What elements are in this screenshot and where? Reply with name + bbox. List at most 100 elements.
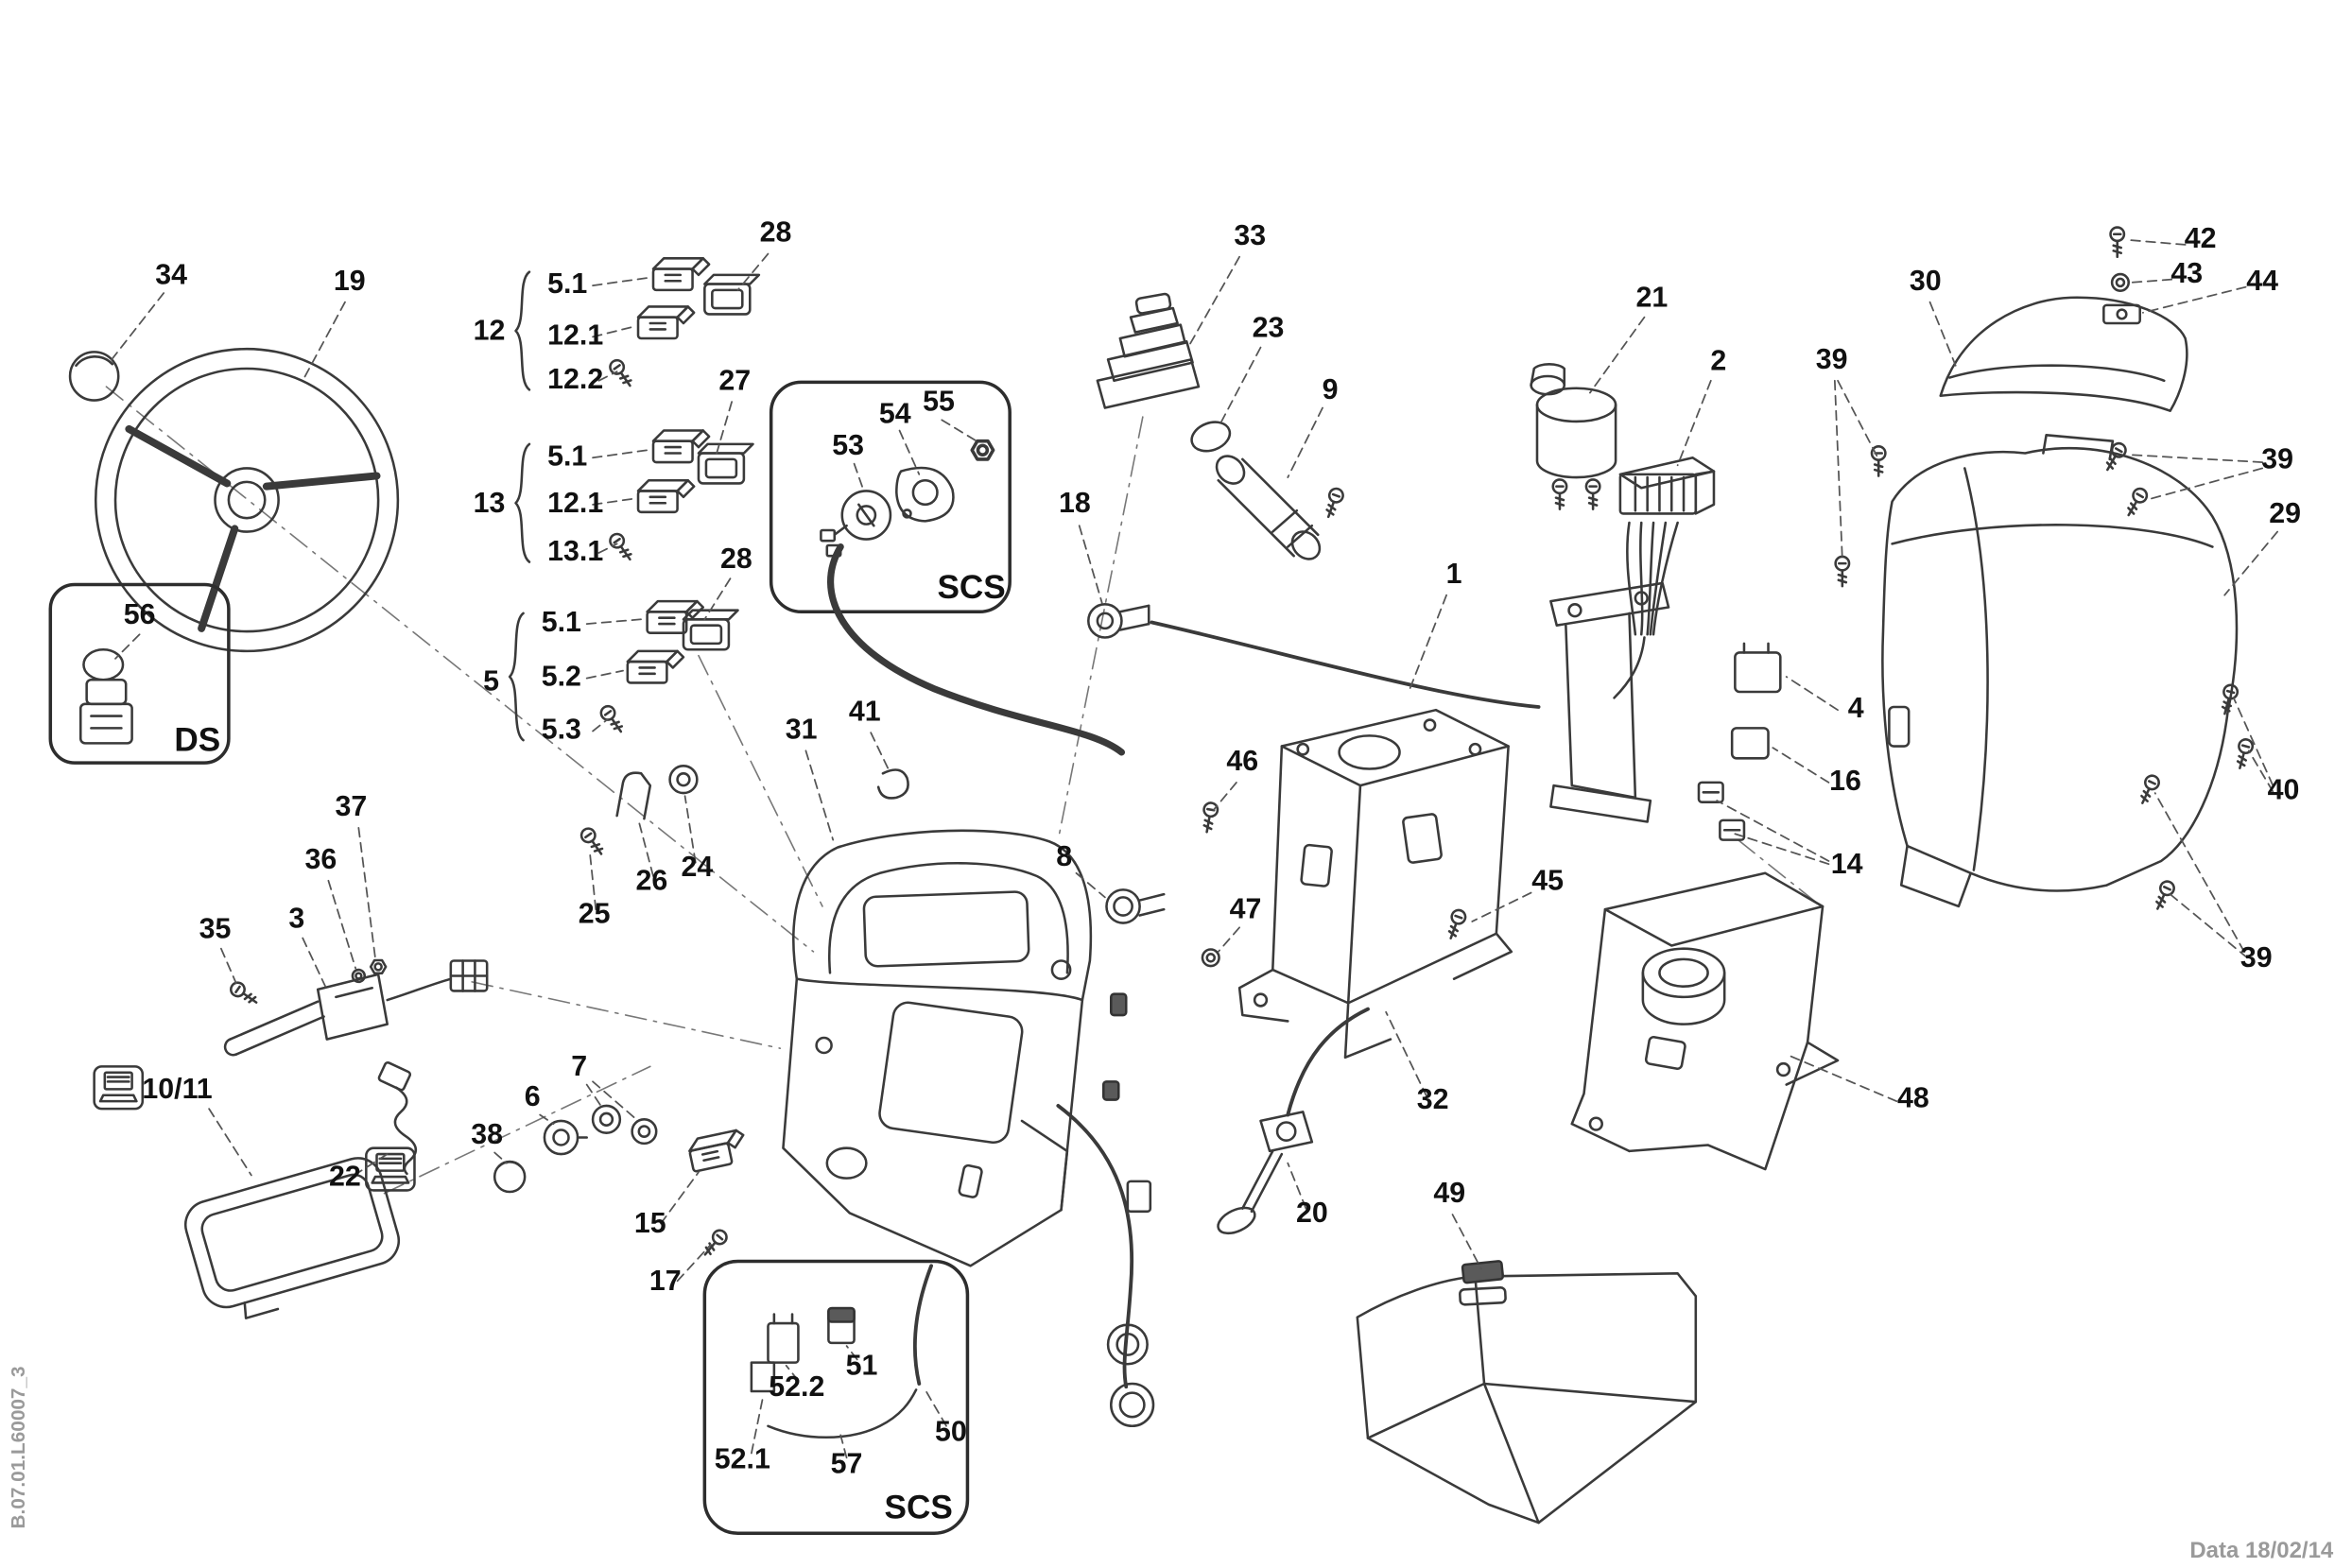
part-45-screw bbox=[1443, 906, 1469, 942]
callout-46: 46 bbox=[1226, 746, 1258, 777]
part-30-top-cover bbox=[1939, 296, 2188, 413]
callout-group-12: 12 bbox=[474, 316, 506, 347]
part-12-switch-set bbox=[514, 257, 711, 391]
leader-lines bbox=[108, 239, 2279, 1459]
part-28a-bezel bbox=[703, 273, 761, 316]
part-2-control-unit bbox=[1613, 456, 1716, 699]
callout-12-item-2: 12.1 bbox=[547, 319, 603, 351]
part-17-screw bbox=[699, 1226, 731, 1261]
callout-28b: 28 bbox=[720, 543, 752, 575]
part-10-instrument-cluster bbox=[183, 1157, 401, 1319]
callout-20: 20 bbox=[1296, 1198, 1328, 1229]
callout-29: 29 bbox=[2269, 498, 2301, 529]
callout-5-item-2: 5.2 bbox=[542, 662, 581, 693]
callout-30: 30 bbox=[1910, 266, 1942, 297]
part-8-connector bbox=[1105, 888, 1166, 924]
drawing-code: B.07.01.L60007_3 bbox=[8, 1366, 29, 1528]
part-13-switch-set bbox=[514, 429, 711, 565]
callout-43: 43 bbox=[2170, 258, 2203, 289]
part-56-knob bbox=[78, 647, 133, 745]
part-9-steering-column bbox=[1215, 455, 1346, 560]
callout-23: 23 bbox=[1253, 312, 1285, 343]
inset-ds-label: DS bbox=[174, 721, 220, 758]
callout-12-item-1: 5.1 bbox=[547, 268, 587, 300]
callout-9: 9 bbox=[1323, 374, 1339, 405]
callout-14: 14 bbox=[1831, 849, 1863, 880]
callout-39a: 39 bbox=[1816, 344, 1848, 375]
callout-5-item-3: 5.3 bbox=[542, 715, 581, 746]
callout-16: 16 bbox=[1829, 766, 1861, 797]
callout-13-item-2: 12.1 bbox=[547, 488, 603, 519]
part-33-lever-boot bbox=[1096, 292, 1201, 409]
part-24-grommet bbox=[668, 765, 699, 795]
inset-scs-top-label: SCS bbox=[937, 569, 1005, 606]
part-16-relay bbox=[1730, 727, 1770, 760]
part-37-nut bbox=[369, 958, 388, 975]
part-20-sensor bbox=[1217, 1111, 1314, 1235]
callout-17: 17 bbox=[649, 1266, 682, 1297]
date-label: Data 18/02/14 bbox=[2189, 1538, 2334, 1563]
callout-labels: 34 19 28 12 5.1 12.1 12.2 27 13 5.1 12.1… bbox=[124, 217, 2301, 1526]
part-19-steering-wheel bbox=[94, 347, 400, 653]
callout-1: 1 bbox=[1446, 559, 1462, 590]
callout-24: 24 bbox=[681, 852, 713, 883]
callout-28a: 28 bbox=[760, 217, 792, 249]
part-52-relay bbox=[750, 1313, 800, 1393]
callout-50: 50 bbox=[935, 1417, 967, 1448]
part-49-cover bbox=[1356, 1260, 1698, 1525]
part-27-bezel bbox=[697, 442, 754, 485]
callout-42: 42 bbox=[2185, 223, 2217, 254]
part-42-screw bbox=[2109, 226, 2126, 258]
callout-39b: 39 bbox=[2261, 443, 2293, 474]
callout-33: 33 bbox=[1234, 220, 1266, 251]
part-38-knob bbox=[493, 1160, 527, 1194]
callout-54: 54 bbox=[879, 399, 911, 430]
part-25-screw bbox=[577, 824, 609, 859]
part-5-switch-set bbox=[508, 599, 705, 742]
callout-31: 31 bbox=[786, 715, 818, 746]
callout-4: 4 bbox=[1848, 693, 1864, 724]
callout-34: 34 bbox=[155, 259, 187, 290]
callout-2: 2 bbox=[1710, 346, 1726, 377]
callout-39c: 39 bbox=[2240, 942, 2273, 974]
callout-57: 57 bbox=[831, 1448, 863, 1479]
part-3-column-switch bbox=[223, 959, 489, 1057]
callout-51: 51 bbox=[846, 1350, 878, 1381]
callout-6: 6 bbox=[525, 1081, 541, 1112]
inset-scs-bottom-box bbox=[702, 1259, 970, 1535]
callout-40: 40 bbox=[2268, 774, 2300, 805]
callout-56: 56 bbox=[124, 599, 156, 630]
part-40-screws bbox=[2217, 681, 2256, 771]
callout-49: 49 bbox=[1433, 1178, 1465, 1209]
callout-12-item-3: 12.2 bbox=[547, 364, 603, 395]
callout-44: 44 bbox=[2246, 266, 2278, 297]
part-57-wire bbox=[767, 1388, 918, 1439]
inset-ds-box bbox=[48, 582, 231, 765]
callout-53: 53 bbox=[832, 430, 864, 461]
part-43-washer bbox=[2110, 272, 2130, 292]
callout-52-1: 52.1 bbox=[715, 1444, 770, 1475]
computer-icon-2 bbox=[365, 1146, 416, 1192]
callout-26: 26 bbox=[636, 865, 668, 896]
callout-27: 27 bbox=[718, 365, 751, 396]
callout-52-2: 52.2 bbox=[769, 1371, 824, 1403]
part-14-clamps bbox=[1697, 781, 1746, 841]
part-21-reservoir bbox=[1530, 363, 1617, 510]
callout-7: 7 bbox=[571, 1051, 587, 1082]
part-4-relay bbox=[1734, 642, 1782, 694]
part-31-dash-console bbox=[782, 829, 1128, 1267]
part-22-cable bbox=[377, 1060, 418, 1176]
callout-35: 35 bbox=[199, 914, 232, 945]
callout-18: 18 bbox=[1059, 488, 1091, 519]
callout-41: 41 bbox=[849, 696, 881, 727]
part-6-socket bbox=[543, 1119, 588, 1156]
inset-scs-bottom-label: SCS bbox=[885, 1489, 953, 1525]
callout-22: 22 bbox=[329, 1162, 361, 1193]
part-36-washer bbox=[351, 968, 367, 984]
callout-19: 19 bbox=[334, 266, 366, 297]
callout-13-item-3: 13.1 bbox=[547, 536, 603, 567]
part-18-connector bbox=[1087, 603, 1150, 639]
callout-5-item-1: 5.1 bbox=[542, 607, 581, 638]
